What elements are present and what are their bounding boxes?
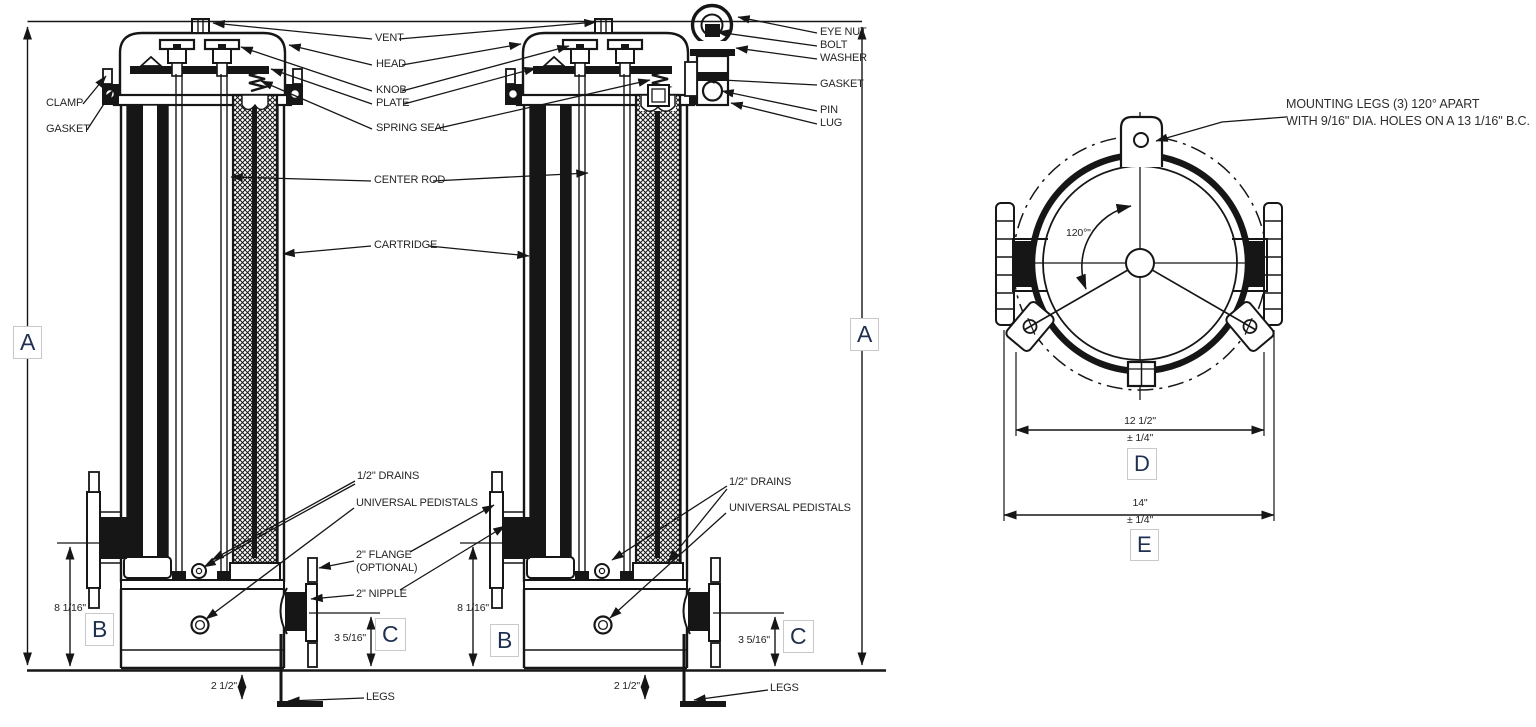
label-pedistals-1: UNIVERSAL PEDISTALS: [356, 497, 478, 509]
mounting-hole: [1133, 132, 1149, 148]
dim-2-1-2-left: 2 1/2": [210, 680, 237, 692]
ref-letter-b-left: B: [85, 613, 115, 646]
label-head: HEAD: [376, 58, 406, 70]
label-drains-1: 1/2" DRAINS: [357, 470, 420, 482]
ref-letter-a-right: A: [850, 318, 880, 351]
leader-lines: [82, 15, 1287, 705]
label-clamp: CLAMP: [46, 97, 84, 109]
ref-letter-e: E: [1130, 529, 1159, 561]
label-plate: PLATE: [376, 97, 410, 109]
label-flange: 2" FLANGE (OPTIONAL): [356, 549, 418, 574]
ref-letter-b-right: B: [490, 624, 520, 657]
dim-e-value: 14": [1132, 497, 1148, 509]
label-vent: VENT: [375, 32, 404, 44]
dim-d-value: 12 1/2": [1124, 415, 1156, 427]
ref-letter-a-left: A: [13, 326, 43, 359]
eye-nut-assembly: [684, 3, 735, 107]
label-nipple: 2" NIPPLE: [356, 588, 407, 600]
ref-letter-d: D: [1127, 448, 1157, 480]
dim-angle-120: 120°": [1066, 227, 1091, 239]
dim-8-1-16-right: 8 1/16": [457, 602, 489, 614]
angle-arc: [1075, 203, 1132, 290]
label-drains-2: 1/2" DRAINS: [729, 476, 792, 488]
dim-3-5-16-left: 3 5/16": [334, 632, 366, 644]
label-washer: WASHER: [820, 52, 867, 64]
dim-d-tolerance: ± 1/4": [1126, 432, 1154, 444]
mounting-legs-note: MOUNTING LEGS (3) 120° APART WITH 9/16" …: [1286, 97, 1530, 128]
dim-8-1-16-left: 8 1/16": [54, 602, 86, 614]
ref-letter-c-right: C: [783, 620, 814, 653]
label-gasket-2: GASKET: [820, 78, 864, 90]
label-legs-2: LEGS: [770, 682, 799, 694]
ref-letter-c-left: C: [375, 618, 406, 651]
dim-3-5-16-right: 3 5/16": [738, 634, 770, 646]
label-gasket: GASKET: [46, 123, 90, 135]
cartridge-cap: [640, 84, 676, 112]
side-view-2: [488, 17, 728, 709]
label-eye-nut: EYE NUT: [820, 26, 867, 38]
label-center-rod: CENTER ROD: [374, 174, 446, 186]
side-view-1: [85, 17, 325, 709]
dim-e-tolerance: ± 1/4": [1126, 514, 1154, 526]
label-knob: KNOB: [376, 84, 407, 96]
top-view: [995, 112, 1283, 400]
label-legs-1: LEGS: [366, 691, 395, 703]
label-lug: LUG: [820, 117, 843, 129]
dim-2-1-2-right: 2 1/2": [613, 680, 640, 692]
label-pedistals-2: UNIVERSAL PEDISTALS: [729, 502, 851, 514]
label-cartridge: CARTRIDGE: [374, 239, 438, 251]
label-spring-seal: SPRING SEAL: [376, 122, 448, 134]
label-bolt: BOLT: [820, 39, 848, 51]
label-pin: PIN: [820, 104, 838, 116]
